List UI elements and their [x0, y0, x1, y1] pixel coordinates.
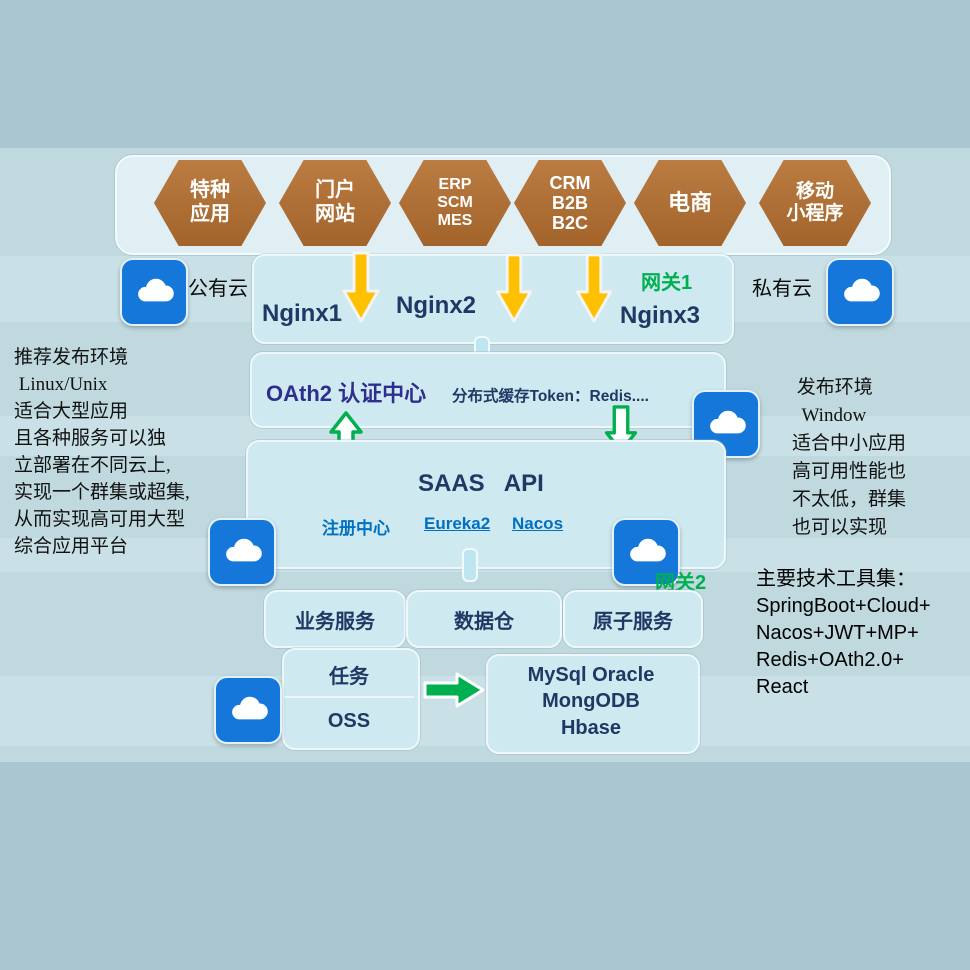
saas-title: SAAS API [418, 470, 544, 497]
cloud-icon-saas-right [612, 518, 680, 586]
registry-nacos-label: Nacos [512, 514, 564, 533]
cloud-glyph [232, 696, 268, 720]
cloud-glyph [226, 538, 262, 562]
cloud-icon-saas-left [208, 518, 276, 586]
hexagon-mobile-miniapp: 移动 小程序 [759, 160, 871, 246]
cloud-icon-private [826, 258, 894, 326]
task-oss-box [282, 648, 420, 750]
hexagon-erp-scm-mes: ERP SCM MES [399, 160, 511, 246]
hexagon-special-apps: 特种 应用 [154, 160, 266, 246]
right-arrow-icon [423, 672, 485, 708]
tech-stack-note: 主要技术工具集： SpringBoot+Cloud+ Nacos+JWT+MP+… [756, 568, 931, 698]
down-arrow-icon [342, 251, 380, 323]
oss-label: OSS [327, 710, 371, 732]
cloud-glyph [844, 278, 880, 302]
oauth-title: OAth2 认证中心 [266, 381, 427, 406]
oauth-center-box [250, 352, 726, 428]
task-label: 任务 [329, 666, 369, 688]
background-strip [0, 676, 970, 746]
cloud-glyph [710, 410, 746, 434]
redis-cache-label: 分布式缓存Token：Redis.... [452, 388, 649, 405]
gateway1-label: 网关1 [641, 272, 693, 294]
hexagon-crm-b2b-b2c: CRM B2B B2C [514, 160, 626, 246]
connector-saas-services [462, 548, 478, 582]
gateway2-label: 网关2 [655, 572, 707, 594]
public-cloud-label: 公有云 [188, 278, 248, 300]
atomic-service-box: 原子服务 [563, 590, 703, 648]
business-service-box: 业务服务 [264, 590, 406, 648]
data-warehouse-box: 数据仓 [406, 590, 562, 648]
left-environment-note: 推荐发布环境 Linux/Unix 适合大型应用 且各种服务可以独 立部署在不同… [14, 347, 190, 557]
cloud-icon-public [120, 258, 188, 326]
down-arrow-icon [495, 253, 532, 323]
cloud-icon-bottom-left [214, 676, 282, 744]
task-oss-divider [284, 696, 414, 698]
cloud-glyph [630, 538, 666, 562]
private-cloud-label: 私有云 [752, 278, 812, 300]
gateway1-box [252, 254, 734, 344]
right-environment-note: 发布环境 Window 适合中小应用 高可用性能也 不太低，群集 也可以实现 [792, 377, 907, 538]
hexagon-ecommerce: 电商 [634, 160, 746, 246]
nginx2-label: Nginx2 [396, 292, 477, 319]
hexagon-portal-site: 门户 网站 [279, 160, 391, 246]
nginx3-label: Nginx3 [620, 302, 701, 329]
database-label: MySql Oracle MongODB Hbase [527, 664, 655, 739]
registry-label: 注册中心 [322, 519, 390, 538]
down-arrow-icon [576, 253, 612, 323]
registry-eureka-label: Eureka2 [424, 514, 491, 533]
cloud-glyph [138, 278, 174, 302]
database-box [486, 654, 700, 754]
nginx1-label: Nginx1 [262, 300, 343, 327]
